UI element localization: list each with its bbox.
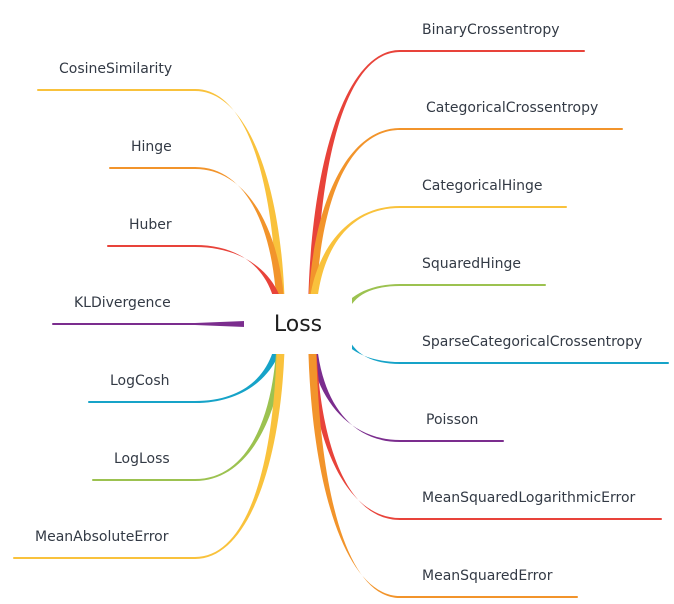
node-label-mean-absolute-error[interactable]: MeanAbsoluteError (35, 529, 169, 545)
central-topic-label: Loss (273, 311, 323, 337)
node-label-log-loss[interactable]: LogLoss (114, 451, 170, 467)
node-label-categorical-hinge[interactable]: CategoricalHinge (422, 178, 543, 194)
node-label-squared-hinge[interactable]: SquaredHinge (422, 256, 521, 272)
node-label-binary-crossentropy[interactable]: BinaryCrossentropy (422, 22, 560, 38)
node-label-huber[interactable]: Huber (129, 217, 172, 233)
node-label-hinge[interactable]: Hinge (131, 139, 172, 155)
node-label-cosine-similarity[interactable]: CosineSimilarity (59, 61, 173, 77)
node-label-sparse-categorical-crossentropy[interactable]: SparseCategoricalCrossentropy (422, 334, 643, 350)
node-label-categorical-crossentropy[interactable]: CategoricalCrossentropy (426, 100, 599, 116)
node-label-kl-divergence[interactable]: KLDivergence (74, 295, 171, 311)
branch-left-3 (195, 321, 245, 327)
branch-right-0 (308, 50, 400, 324)
node-label-mean-squared-logarithmic-error[interactable]: MeanSquaredLogarithmicError (422, 490, 636, 506)
central-topic-node[interactable]: Loss (244, 294, 352, 354)
node-label-log-cosh[interactable]: LogCosh (110, 373, 170, 389)
branch-right-7 (308, 324, 400, 598)
node-label-mean-squared-error[interactable]: MeanSquaredError (422, 568, 553, 584)
node-label-poisson[interactable]: Poisson (426, 412, 479, 428)
